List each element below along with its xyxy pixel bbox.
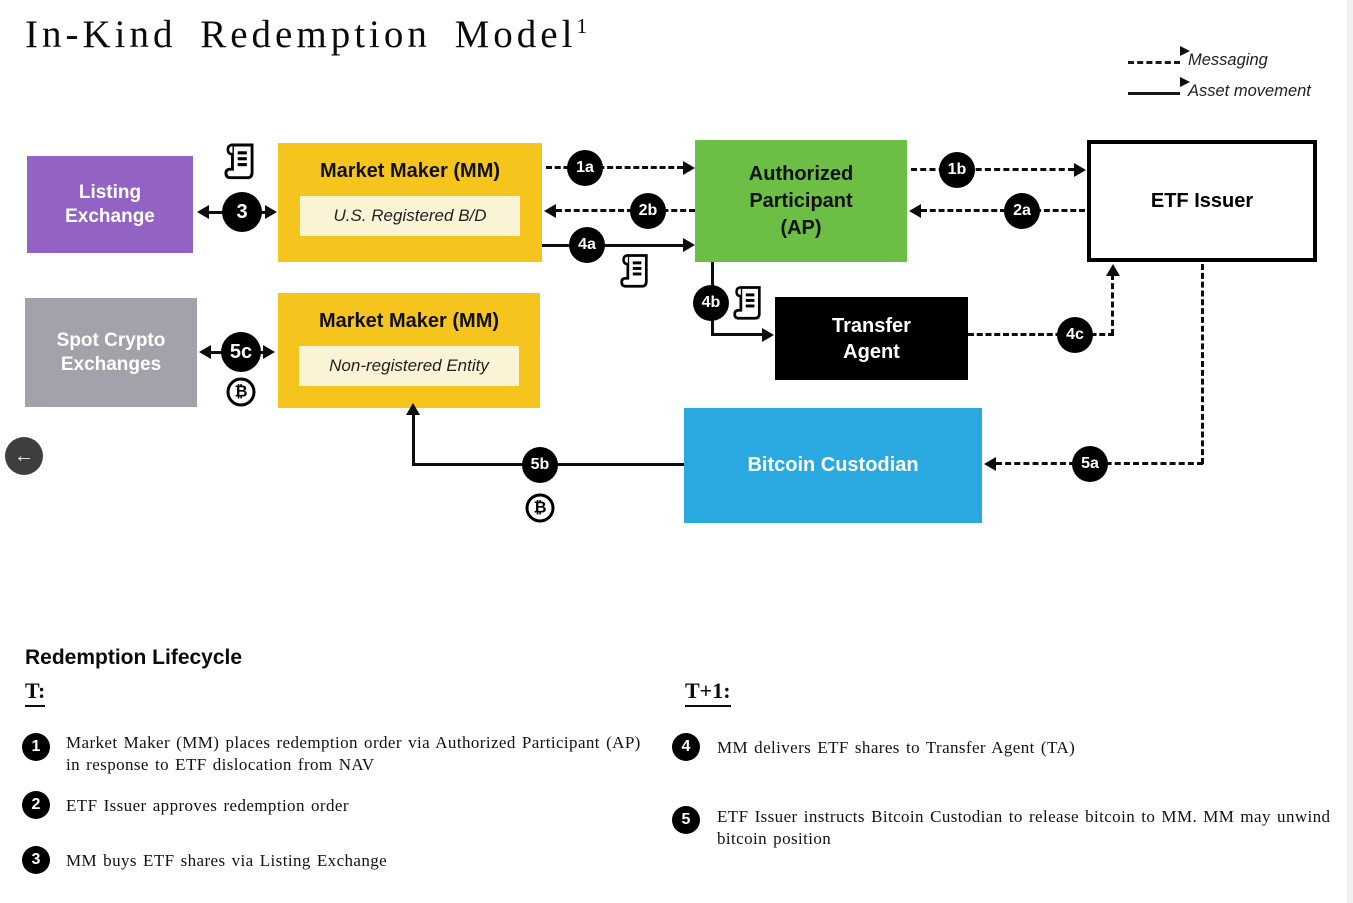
node-authorized-participant: Authorized Participant (AP) xyxy=(695,140,907,262)
arrowhead-up-4c xyxy=(1106,264,1120,276)
legend-messaging-label: Messaging xyxy=(1188,50,1268,69)
legend-asset-label: Asset movement xyxy=(1188,81,1311,100)
lifecycle-step-1-text: Market Maker (MM) places redemption orde… xyxy=(66,733,641,774)
mm-nonregistered-subtype: Non-registered Entity xyxy=(299,346,519,386)
lifecycle-step-4-number: 4 xyxy=(672,733,700,761)
node-transfer-agent: Transfer Agent xyxy=(775,297,968,380)
lifecycle-step-2-text: ETF Issuer approves redemption order xyxy=(66,796,349,815)
lifecycle-col-t1-label: T+1: xyxy=(685,678,731,707)
spot-crypto-label: Spot Crypto Exchanges xyxy=(56,329,166,375)
arrowhead-right-1b xyxy=(1074,163,1086,177)
bitcoin-coin-icon: ₿ xyxy=(525,493,555,523)
connector-4b-badge: 4b xyxy=(693,285,729,321)
connector-4c-hline xyxy=(968,333,1114,336)
page-title: In-Kind Redemption Model1 xyxy=(25,12,587,57)
listing-exchange-label: Listing Exchange xyxy=(65,181,155,227)
connector-4a-line xyxy=(542,244,683,247)
connector-1a-badge: 1a xyxy=(567,150,603,186)
lifecycle-col-t-label: T: xyxy=(25,678,46,707)
arrowhead-left-2b xyxy=(544,204,556,218)
back-button[interactable]: ← xyxy=(5,437,43,475)
node-market-maker-nonregistered: Market Maker (MM) Non-registered Entity xyxy=(278,293,540,408)
connector-4c-badge: 4c xyxy=(1057,317,1093,353)
connector-2b-badge: 2b xyxy=(630,193,666,229)
arrowhead-left-3 xyxy=(197,205,209,219)
arrowhead-right-1a xyxy=(683,161,695,175)
connector-5b-badge: 5b xyxy=(522,447,558,483)
connector-3-badge: 3 xyxy=(222,192,262,232)
node-spot-crypto-exchanges: Spot Crypto Exchanges xyxy=(25,298,197,407)
mm-registered-title: Market Maker (MM) xyxy=(319,160,501,182)
arrowhead-right-4b xyxy=(762,328,774,342)
arrowhead-left-5a xyxy=(984,457,996,471)
back-arrow-icon: ← xyxy=(14,445,34,467)
order-scroll-icon xyxy=(620,254,648,288)
mm-nonregistered-title: Market Maker (MM) xyxy=(318,310,500,332)
lifecycle-step-3-text: MM buys ETF shares via Listing Exchange xyxy=(66,851,388,870)
connector-1b-badge: 1b xyxy=(939,152,975,188)
solid-arrow-icon xyxy=(1128,77,1190,100)
order-scroll-icon xyxy=(224,143,254,180)
bitcoin-custodian-label: Bitcoin Custodian xyxy=(747,454,919,476)
connector-2a-line xyxy=(921,209,1085,212)
lifecycle-step-5-text: ETF Issuer instructs Bitcoin Custodian t… xyxy=(717,807,1331,848)
node-etf-issuer: ETF Issuer xyxy=(1087,140,1317,262)
connector-2b-line xyxy=(556,209,695,212)
connector-4a-badge: 4a xyxy=(569,227,605,263)
arrowhead-up-5b xyxy=(406,403,420,415)
arrowhead-right-4a xyxy=(683,238,695,252)
page-edge-strip xyxy=(1347,0,1353,903)
transfer-agent-label: Transfer Agent xyxy=(832,314,911,363)
lifecycle-step-3-number: 3 xyxy=(22,846,50,874)
node-listing-exchange: Listing Exchange xyxy=(27,156,193,253)
connector-5b-vline xyxy=(412,410,415,466)
legend-asset-row: Asset movement xyxy=(1128,77,1311,101)
lifecycle-step-5-number: 5 xyxy=(672,806,700,834)
lifecycle-step-1-number: 1 xyxy=(22,733,50,761)
connector-5a-badge: 5a xyxy=(1072,446,1108,482)
connector-5a-vline xyxy=(1201,264,1204,464)
footnote-marker: 1 xyxy=(576,14,588,38)
ap-label: Authorized Participant (AP) xyxy=(748,162,854,239)
node-market-maker-registered: Market Maker (MM) U.S. Registered B/D xyxy=(278,143,542,262)
etf-issuer-label: ETF Issuer xyxy=(1150,189,1254,212)
connector-1a-line xyxy=(546,166,683,169)
connector-4c-vline xyxy=(1111,274,1114,335)
order-scroll-icon xyxy=(733,286,761,320)
legend-messaging-row: Messaging xyxy=(1128,46,1268,70)
arrowhead-left-5c xyxy=(199,345,211,359)
arrowhead-right-3 xyxy=(265,205,277,219)
connector-2a-badge: 2a xyxy=(1004,193,1040,229)
lifecycle-step-4-text: MM delivers ETF shares to Transfer Agent… xyxy=(717,738,1076,757)
page-title-text: In-Kind Redemption Model xyxy=(25,13,577,56)
arrowhead-left-2a xyxy=(909,204,921,218)
connector-1b-line xyxy=(911,168,1074,171)
bitcoin-coin-icon: ₿ xyxy=(226,377,256,407)
connector-5c-badge: 5c xyxy=(221,332,261,372)
lifecycle-step-2-number: 2 xyxy=(22,791,50,819)
arrowhead-right-5c xyxy=(263,345,275,359)
node-bitcoin-custodian: Bitcoin Custodian xyxy=(684,408,982,523)
mm-registered-subtype: U.S. Registered B/D xyxy=(300,196,520,236)
lifecycle-heading: Redemption Lifecycle xyxy=(25,646,243,669)
dashed-arrow-icon xyxy=(1128,46,1190,69)
connector-4b-hline xyxy=(711,333,763,336)
